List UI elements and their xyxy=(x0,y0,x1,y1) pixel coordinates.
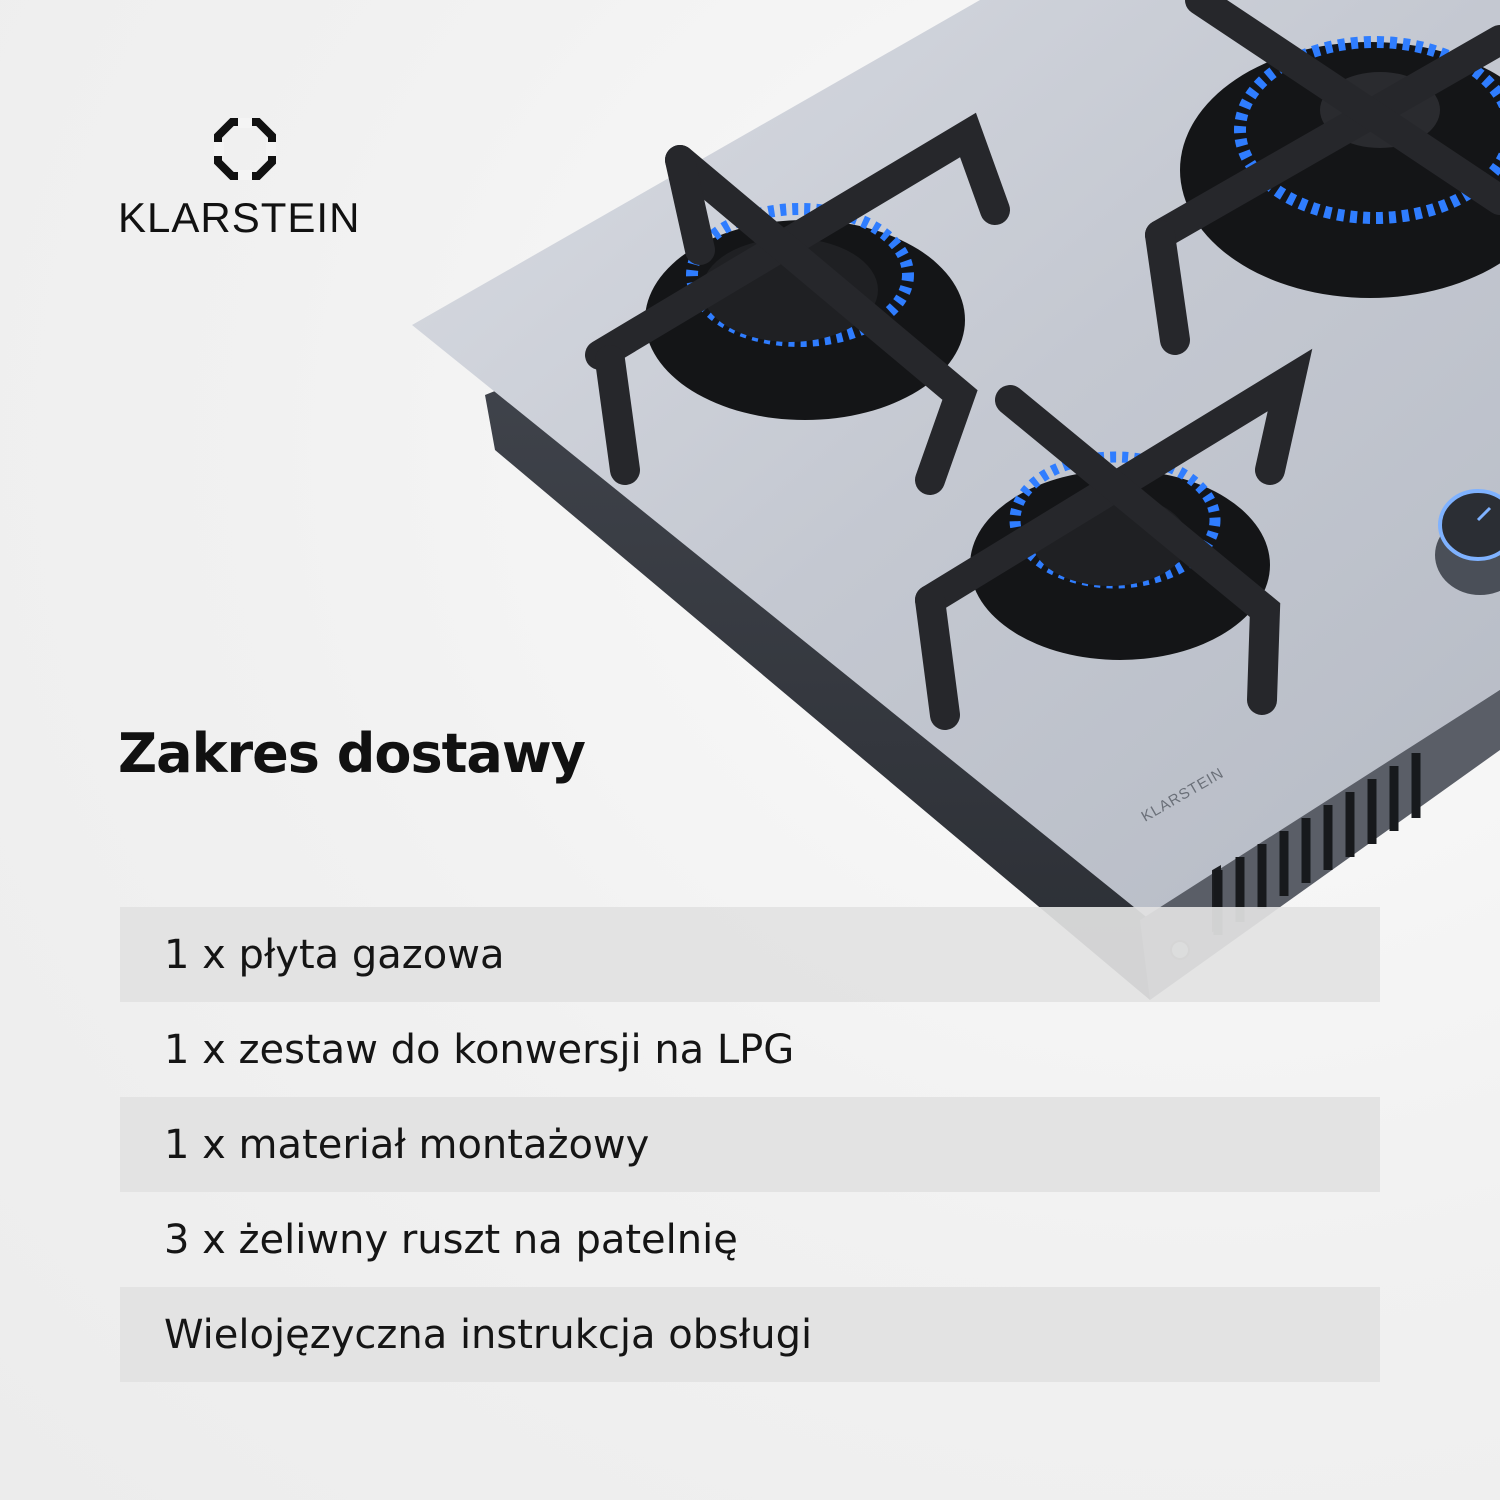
list-item-text: 1 x materiał montażowy xyxy=(164,1121,650,1168)
delivery-list: 1 x płyta gazowa 1 x zestaw do konwersji… xyxy=(120,907,1380,1382)
list-item-text: 3 x żeliwny ruszt na patelnię xyxy=(164,1216,738,1263)
list-item-text: 1 x zestaw do konwersji na LPG xyxy=(164,1026,795,1073)
control-knob xyxy=(1435,489,1500,595)
list-item: Wielojęzyczna instrukcja obsługi xyxy=(120,1287,1380,1382)
list-item-text: 1 x płyta gazowa xyxy=(164,931,505,978)
cast-iron-grates xyxy=(585,0,1500,730)
list-item-text: Wielojęzyczna instrukcja obsługi xyxy=(164,1311,813,1358)
list-item: 1 x materiał montażowy xyxy=(120,1097,1380,1192)
octagon-brand-icon xyxy=(214,118,276,180)
section-title: Zakres dostawy xyxy=(118,722,586,785)
list-item: 1 x zestaw do konwersji na LPG xyxy=(120,1002,1380,1097)
brand-name: KLARSTEIN xyxy=(118,194,361,241)
list-item: 3 x żeliwny ruszt na patelnię xyxy=(120,1192,1380,1287)
list-item: 1 x płyta gazowa xyxy=(120,907,1380,1002)
